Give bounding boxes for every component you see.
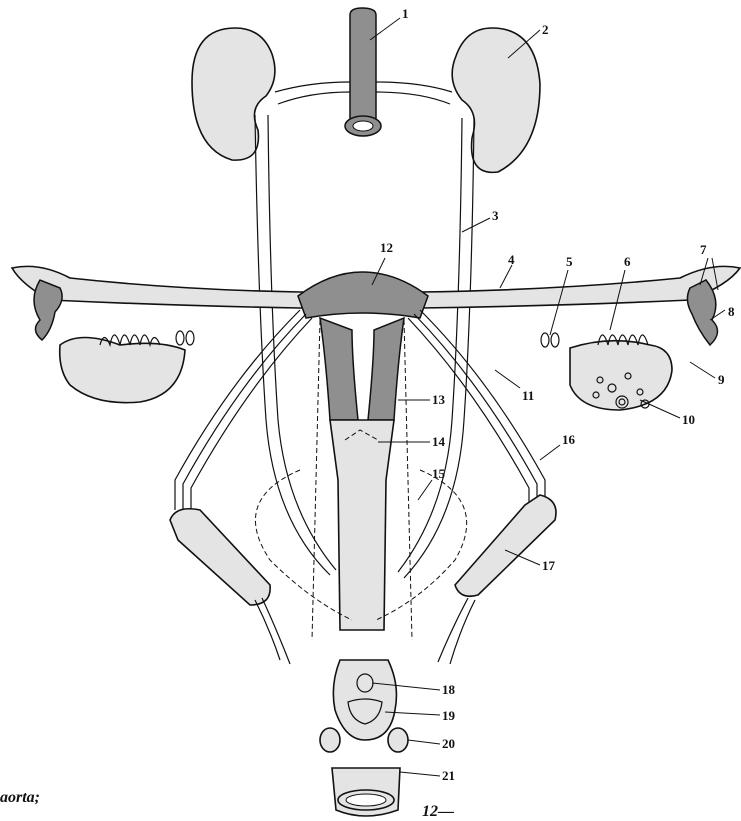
uterus-body-right (368, 318, 404, 420)
label-13: 13 (432, 392, 446, 407)
label-21: 21 (442, 768, 455, 783)
label-3: 3 (492, 208, 499, 223)
label-19: 19 (442, 708, 456, 723)
vagina (330, 420, 394, 630)
label-15: 15 (432, 466, 446, 481)
label-16: 16 (562, 432, 576, 447)
caption-fragment: 12— (422, 803, 454, 821)
label-18: 18 (442, 682, 456, 697)
label-4: 4 (508, 252, 515, 267)
right-fimbriae (687, 280, 717, 345)
right-vestibular-gland (388, 728, 408, 752)
uterus-body (320, 318, 358, 420)
label-8: 8 (728, 304, 735, 319)
label-10: 10 (682, 412, 695, 427)
label-1: 1 (402, 6, 409, 21)
left-ovary (60, 338, 185, 403)
caption-aorta: aorta; (0, 789, 40, 807)
label-11: 11 (522, 388, 534, 403)
label-7: 7 (700, 242, 707, 257)
label-9: 9 (718, 372, 725, 387)
label-17: 17 (542, 558, 556, 573)
label-2: 2 (542, 22, 549, 37)
label-20: 20 (442, 736, 455, 751)
label-6: 6 (624, 254, 631, 269)
left-vestibular-gland (320, 728, 340, 752)
left-kidney (192, 28, 275, 160)
left-fimbriae (34, 280, 62, 340)
vestibule (333, 660, 396, 740)
aorta (275, 8, 452, 136)
label-5: 5 (566, 254, 573, 269)
label-12: 12 (380, 240, 393, 255)
leader-lines (370, 18, 725, 776)
label-numbers: 1 2 3 4 5 6 7 8 9 10 11 12 13 14 15 16 1… (380, 6, 735, 783)
uterus-fundus (298, 272, 428, 318)
right-bulb (455, 495, 556, 596)
right-kidney (452, 28, 540, 172)
label-14: 14 (432, 434, 446, 449)
